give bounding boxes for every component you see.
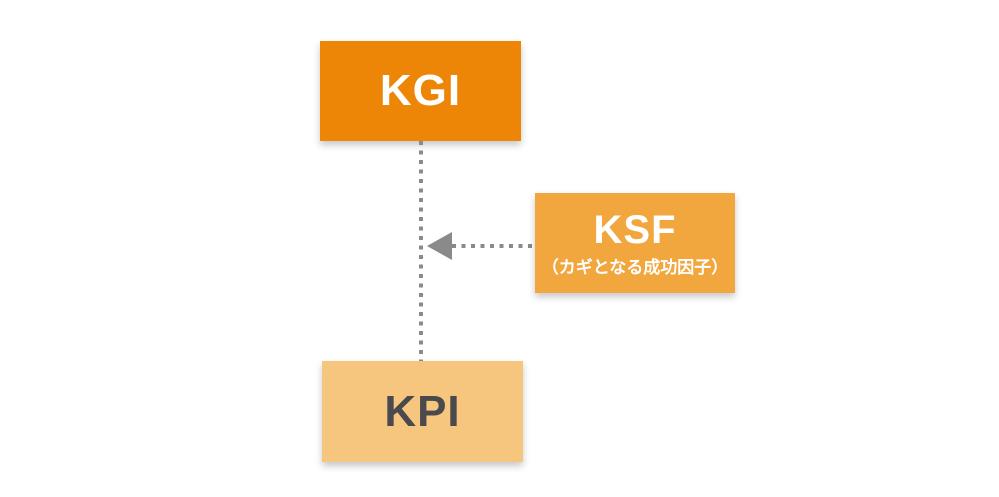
node-ksf: KSF （カギとなる成功因子） [535, 193, 735, 293]
node-kpi: KPI [322, 361, 523, 462]
node-kpi-label: KPI [384, 386, 461, 436]
connector-ksf-dotted-line [452, 244, 535, 248]
arrowhead-left-icon [427, 232, 452, 260]
connector-kgi-kpi-dotted-line [419, 141, 423, 361]
node-kgi-label: KGI [379, 66, 462, 115]
node-ksf-sublabel: （カギとなる成功因子） [541, 258, 729, 277]
node-ksf-label: KSF [593, 208, 677, 252]
node-kgi: KGI [320, 41, 521, 141]
